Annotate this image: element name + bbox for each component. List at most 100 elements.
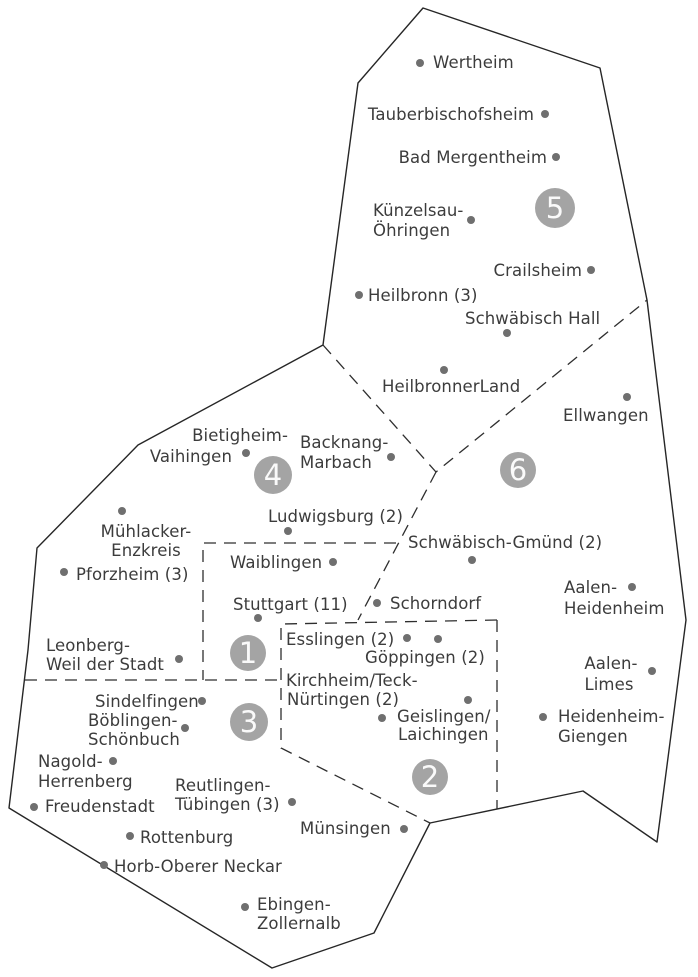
dot-aalen-limes — [648, 667, 656, 675]
label-ludwigsburg: Ludwigsburg (2) — [268, 507, 403, 526]
label-tauberbischofsheim: Tauberbischofsheim — [367, 105, 534, 124]
dot-ludwigsburg — [284, 527, 292, 535]
label-muehlacker-enzkreis-2: Enzkreis — [111, 541, 181, 560]
region-badge-number-1: 1 — [239, 636, 257, 670]
dot-esslingen — [403, 634, 411, 642]
label-kirchheim-teck-nuertingen-1: Kirchheim/Teck- — [286, 671, 418, 690]
label-ebingen-zollernalb-1: Ebingen- — [257, 895, 331, 914]
label-geislingen-laichingen-1: Geislingen/ — [397, 707, 491, 726]
dot-ebingen-zollernalb — [241, 903, 249, 911]
label-esslingen: Esslingen (2) — [286, 630, 394, 649]
region-badge-number-3: 3 — [240, 705, 258, 739]
dot-horb-oberer-neckar — [100, 861, 108, 869]
label-sindelfingen: Sindelfingen — [95, 692, 199, 711]
dot-schwaebisch-gmuend — [468, 556, 476, 564]
place-labels: Wertheim Tauberbischofsheim Bad Mergenth… — [38, 53, 665, 933]
label-rottenburg: Rottenburg — [140, 828, 233, 847]
region-badge-circle-3 — [230, 703, 268, 741]
dot-aalen-heidenheim — [628, 583, 636, 591]
region-badge-3: 3 — [230, 703, 268, 741]
dot-rottenburg — [126, 832, 134, 840]
label-backnang-marbach-2: Marbach — [300, 453, 372, 472]
label-ebingen-zollernalb-2: Zollernalb — [257, 914, 341, 933]
dot-kuenzelsau-oehringen — [467, 216, 475, 224]
dot-heidenheim-giengen — [539, 713, 547, 721]
label-heilbronnerland: HeilbronnerLand — [382, 377, 520, 396]
label-leonberg-weil-der-stadt-1: Leonberg- — [46, 636, 130, 655]
region-badge-2: 2 — [412, 759, 448, 795]
dot-heilbronnerland — [440, 366, 448, 374]
label-kirchheim-teck-nuertingen-2: Nürtingen (2) — [287, 690, 399, 709]
dot-backnang-marbach — [387, 453, 395, 461]
label-horb-oberer-neckar: Horb-Oberer Neckar — [114, 857, 282, 876]
dot-wertheim — [416, 59, 424, 67]
label-aalen-heidenheim-2: Heidenheim — [564, 599, 665, 618]
label-reutlingen-tuebingen-1: Reutlingen- — [175, 776, 271, 795]
dot-leonberg-weil-der-stadt — [175, 655, 183, 663]
region-badge-4: 4 — [254, 456, 292, 494]
label-aalen-heidenheim-1: Aalen- — [564, 578, 617, 597]
region-badge-circle-2 — [412, 759, 448, 795]
state-outline-border — [8, 7, 687, 969]
dot-stuttgart — [254, 614, 262, 622]
dot-nagold-herrenberg — [109, 757, 117, 765]
dot-geislingen-laichingen — [378, 714, 386, 722]
region-badge-5: 5 — [535, 188, 575, 228]
dot-schwaebisch-hall — [503, 329, 511, 337]
region-badge-number-4: 4 — [264, 458, 282, 492]
label-wertheim: Wertheim — [433, 53, 514, 72]
label-geislingen-laichingen-2: Laichingen — [398, 725, 489, 744]
label-heilbronn: Heilbronn (3) — [368, 286, 478, 305]
region-badge-circle-5 — [535, 188, 575, 228]
dot-muensingen — [400, 825, 408, 833]
label-goeppingen: Göppingen (2) — [365, 648, 485, 667]
region-badges: 1 2 3 4 5 6 — [230, 188, 575, 795]
label-nagold-herrenberg-2: Herrenberg — [38, 772, 133, 791]
label-bietigheim-vaihingen-1: Bietigheim- — [192, 426, 288, 445]
border-region2-left-bottom — [280, 619, 498, 824]
label-waiblingen: Waiblingen — [230, 553, 322, 572]
dot-heilbronn — [355, 291, 363, 299]
dot-bad-mergentheim — [552, 153, 560, 161]
label-muensingen: Münsingen — [300, 819, 391, 838]
region-badge-number-5: 5 — [546, 191, 564, 225]
dot-ellwangen — [623, 393, 631, 401]
dot-pforzheim — [60, 568, 68, 576]
internal-borders — [25, 299, 648, 824]
label-kuenzelsau-oehringen-1: Künzelsau- — [373, 201, 463, 220]
region-badge-circle-6 — [500, 452, 536, 488]
dot-kirchheim-teck-nuertingen — [464, 696, 472, 704]
border-region4-region6 — [357, 471, 437, 621]
label-schwaebisch-hall: Schwäbisch Hall — [465, 309, 600, 328]
label-heidenheim-giengen-1: Heidenheim- — [558, 707, 665, 726]
label-backnang-marbach-1: Backnang- — [300, 433, 388, 452]
place-dots — [30, 59, 656, 911]
dot-sindelfingen — [198, 697, 206, 705]
region-badge-number-6: 6 — [509, 453, 527, 487]
label-stuttgart: Stuttgart (11) — [233, 595, 348, 614]
dot-boeblingen-schoenbuch — [181, 724, 189, 732]
label-pforzheim: Pforzheim (3) — [76, 565, 188, 584]
label-crailsheim: Crailsheim — [494, 261, 582, 280]
dot-tauberbischofsheim — [541, 110, 549, 118]
region-badge-circle-1 — [230, 635, 266, 671]
region-badge-6: 6 — [500, 452, 536, 488]
label-leonberg-weil-der-stadt-2: Weil der Stadt — [46, 655, 164, 674]
label-bad-mergentheim: Bad Mergentheim — [399, 148, 547, 167]
label-muehlacker-enzkreis-1: Mühlacker- — [101, 522, 192, 541]
region-badge-1: 1 — [230, 635, 266, 671]
dot-waiblingen — [329, 558, 337, 566]
label-ellwangen: Ellwangen — [563, 406, 649, 425]
dot-crailsheim — [587, 266, 595, 274]
dot-goeppingen — [434, 635, 442, 643]
label-aalen-limes-2: Limes — [584, 675, 633, 694]
label-schwaebisch-gmuend: Schwäbisch-Gmünd (2) — [408, 533, 602, 552]
label-reutlingen-tuebingen-2: Tübingen (3) — [174, 795, 280, 814]
label-kuenzelsau-oehringen-2: Öhringen — [373, 221, 450, 240]
dot-muehlacker-enzkreis — [118, 507, 126, 515]
border-region1-top-left — [202, 542, 396, 680]
label-freudenstadt: Freudenstadt — [45, 797, 155, 816]
label-nagold-herrenberg-1: Nagold- — [38, 752, 103, 771]
